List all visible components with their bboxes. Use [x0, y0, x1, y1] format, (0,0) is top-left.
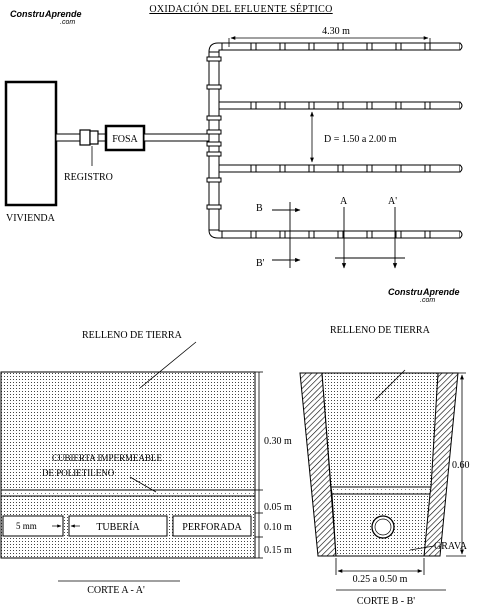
section-a-pipe-seg-2 — [68, 515, 168, 537]
watermark-mid-suffix: .com — [420, 297, 435, 304]
pipe-fosa-manifold — [143, 133, 211, 142]
section-b-cover-band — [330, 486, 432, 495]
manifold-pipe — [208, 51, 220, 231]
manifold-joint — [206, 84, 222, 90]
manifold-joint — [206, 56, 222, 62]
watermark-brand-a: Constru — [10, 9, 45, 19]
watermark-suffix: .com — [60, 19, 75, 26]
manifold-joint — [206, 129, 222, 135]
section-a-fill-label: RELLENO DE TIERRA — [82, 330, 183, 341]
manifold-joint — [206, 177, 222, 183]
section-b-prime-label: B' — [256, 258, 265, 269]
pipe-label: TUBERÍA — [96, 521, 140, 533]
watermark-mid-brand-a: Constru — [388, 287, 423, 297]
section-a-view: 5 mm TUBERÍA PERFORADA RELLENO DE TIERRA… — [0, 330, 292, 596]
section-b-fill-label: RELLENO DE TIERRA — [330, 325, 431, 336]
manifold-elbow-top — [208, 42, 223, 53]
section-a-dim-top: 0.30 m — [264, 436, 292, 447]
watermark-mid-brand-b: Aprende — [422, 287, 460, 297]
lateral-pipe-3 — [218, 164, 463, 173]
manifold-joint — [206, 115, 222, 121]
lateral-pipe-1 — [221, 42, 463, 51]
cover-leader — [129, 476, 157, 493]
section-a-pipe-seg-1 — [2, 515, 64, 537]
section-a-dim-4: 0.15 m — [264, 545, 292, 556]
house-label: VIVIENDA — [6, 213, 56, 224]
section-a-fill-earth — [0, 371, 256, 491]
section-b-view: RELLENO DE TIERRA 0.60 GRAVA 0.25 a 0.50… — [299, 325, 470, 607]
registro-box — [79, 129, 91, 146]
perforated-label: PERFORADA — [182, 522, 242, 533]
section-a-pipe-seg-3 — [172, 515, 252, 537]
section-b-pipe-inner — [374, 518, 392, 536]
section-a-cover-band — [0, 489, 256, 497]
section-b-width-label: 0.25 a 0.50 m — [353, 574, 408, 585]
section-a-label: A — [340, 196, 348, 207]
lateral-pipe-4 — [221, 230, 463, 239]
manifold-joint — [206, 204, 222, 210]
section-a-dim-3: 0.10 m — [264, 522, 292, 533]
section-a-prime-label: A' — [388, 196, 397, 207]
cover-label-line1: CUBIERTA IMPERMEABLE — [52, 453, 162, 463]
section-a-dim-2: 0.05 m — [264, 502, 292, 513]
registro-label: REGISTRO — [64, 172, 113, 183]
page-title: OXIDACIÓN DEL EFLUENTE SÉPTICO — [149, 3, 332, 15]
manifold-joint — [206, 141, 222, 147]
registro-box-inner — [89, 130, 99, 145]
cover-label-line2: DE POLIETILENO — [42, 468, 115, 478]
gravel-leader — [409, 545, 435, 551]
plan-view: VIVIENDA REGISTRO FOSA — [4, 26, 463, 269]
section-b-fill-leader — [374, 369, 406, 401]
section-b-fill-earth — [321, 372, 439, 488]
watermark-top: Constru Aprende .com — [10, 9, 82, 26]
lateral-pipe-2 — [218, 101, 463, 110]
watermark-brand-b: Aprende — [44, 9, 82, 19]
fosa-box — [104, 124, 146, 152]
gravel-label: GRAVA — [434, 541, 468, 552]
manifold-joint — [206, 151, 222, 157]
section-b-label: B — [256, 203, 263, 214]
pipe-size-label: 5 mm — [16, 521, 37, 531]
dim-length-label: 4.30 m — [322, 26, 350, 37]
section-a-caption: CORTE A - A' — [87, 585, 145, 596]
dim-spacing-label: D = 1.50 a 2.00 m — [324, 134, 397, 145]
section-b-height-label: 0.60 — [452, 460, 470, 471]
watermark-mid: Constru Aprende .com — [388, 287, 460, 304]
house-box — [4, 80, 58, 207]
section-a-fill-leader — [139, 341, 197, 389]
fosa-label: FOSA — [112, 134, 138, 145]
manifold-elbow-bottom — [208, 229, 223, 239]
section-b-caption: CORTE B - B' — [357, 596, 415, 607]
